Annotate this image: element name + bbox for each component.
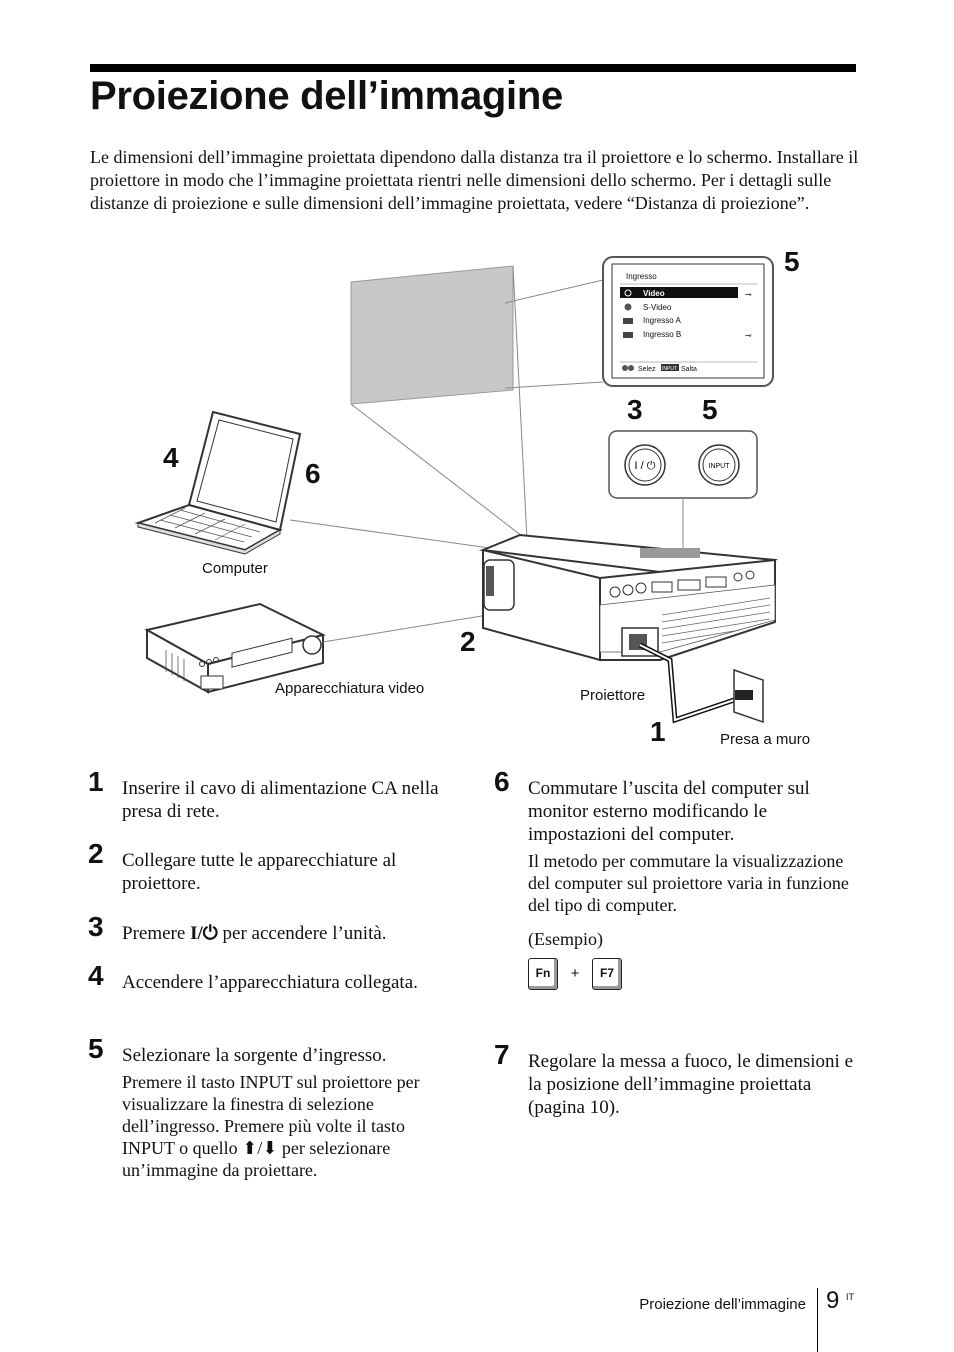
step-number: 4	[88, 960, 104, 991]
osd-item: Ingresso B	[643, 330, 681, 339]
step-2: 2 Collegare tutte le apparecchiature al …	[88, 840, 452, 895]
step-number: 7	[494, 1039, 510, 1070]
callout-number: 6	[305, 458, 321, 489]
svg-text:INPUT: INPUT	[709, 463, 731, 470]
label-wall-outlet: Presa a muro	[720, 731, 810, 748]
step-number: 6	[494, 766, 510, 797]
step-1: 1 Inserire il cavo di alimentazione CA n…	[88, 768, 452, 823]
osd-title: Ingresso	[626, 272, 657, 281]
step-detail: Il metodo per commutare la visualizzazio…	[528, 851, 849, 915]
plus-sign: +	[570, 965, 580, 983]
page-number: 9	[826, 1287, 840, 1314]
callout-number: 1	[650, 716, 666, 747]
step-text: Selezionare la sorgente d’ingresso.	[122, 1045, 387, 1066]
step-6: 6 Commutare l’uscita del computer sul mo…	[494, 768, 858, 992]
page-title: Proiezione dell’immagine	[90, 74, 563, 118]
fn-key-icon: Fn	[528, 958, 558, 990]
input-button-icon	[698, 444, 740, 486]
key-combination: Fn + F7	[528, 958, 858, 992]
svg-text:Salta: Salta	[681, 366, 697, 373]
callout-number: 2	[460, 626, 476, 657]
svg-text:I / ⏻: I / ⏻	[635, 460, 656, 472]
projection-screen	[350, 265, 514, 405]
step-number: 1	[88, 766, 104, 797]
osd-item: Video	[643, 289, 665, 298]
label-projector: Proiettore	[580, 687, 645, 704]
step-text: Inserire il cavo di alimentazione CA nel…	[122, 778, 439, 822]
osd-item: Ingresso A	[643, 316, 681, 325]
step-7: 7 Regolare la messa a fuoco, le dimensio…	[494, 1041, 858, 1119]
projector	[479, 533, 779, 662]
setup-figure: Ingresso Video S-Video Ingresso A Ingres…	[134, 246, 810, 748]
input-arrow-icon: ⊸	[745, 290, 752, 299]
step-5: 5 Selezionare la sorgente d’ingresso. Pr…	[88, 1035, 452, 1181]
callout-number: 3	[627, 394, 643, 425]
input-arrow-icon: ⊸	[745, 331, 752, 340]
label-computer: Computer	[202, 560, 268, 577]
step-number: 2	[88, 838, 104, 869]
callout-number: 4	[163, 442, 179, 473]
f7-key-icon: F7	[592, 958, 622, 990]
step-4: 4 Accendere l’apparecchiatura collegata.	[88, 962, 452, 994]
step-text: Collegare tutte le apparecchiature al pr…	[122, 850, 397, 894]
step-3: 3 Premere I/⏻ per accendere l’unità.	[88, 913, 452, 945]
svg-text:Selez: Selez	[638, 366, 656, 373]
page-language: IT	[846, 1292, 854, 1302]
intro-paragraph: Le dimensioni dell’immagine proiettata d…	[90, 147, 859, 213]
step-text: Commutare l’uscita del computer sul moni…	[528, 778, 810, 845]
laptop-computer	[134, 410, 302, 555]
step-number: 3	[88, 911, 104, 942]
callout-number: 5	[784, 246, 800, 277]
footer-divider	[817, 1288, 818, 1352]
input-selection-osd: Ingresso Video S-Video Ingresso A Ingres…	[602, 256, 774, 387]
step-text: Premere I/⏻ per accendere l’unità.	[122, 923, 387, 944]
osd-item: S-Video	[643, 303, 672, 312]
label-video-equipment: Apparecchiatura video	[275, 680, 424, 697]
title-rule	[90, 64, 856, 72]
power-button-icon	[624, 444, 666, 486]
step-text: Regolare la messa a fuoco, le dimensioni…	[528, 1051, 854, 1118]
footer-section-title: Proiezione dell’immagine	[639, 1296, 806, 1313]
control-buttons: I / ⏻ INPUT	[608, 430, 758, 550]
power-symbol-icon: I/⏻	[190, 923, 218, 944]
callout-number: 5	[702, 394, 718, 425]
example-label: (Esempio)	[528, 929, 603, 949]
svg-text:INPUT: INPUT	[662, 366, 677, 372]
step-detail: Premere il tasto INPUT sul proiettore pe…	[122, 1072, 420, 1180]
step-number: 5	[88, 1033, 104, 1064]
step-text: Accendere l’apparecchiatura collegata.	[122, 972, 418, 993]
video-equipment	[144, 602, 326, 694]
